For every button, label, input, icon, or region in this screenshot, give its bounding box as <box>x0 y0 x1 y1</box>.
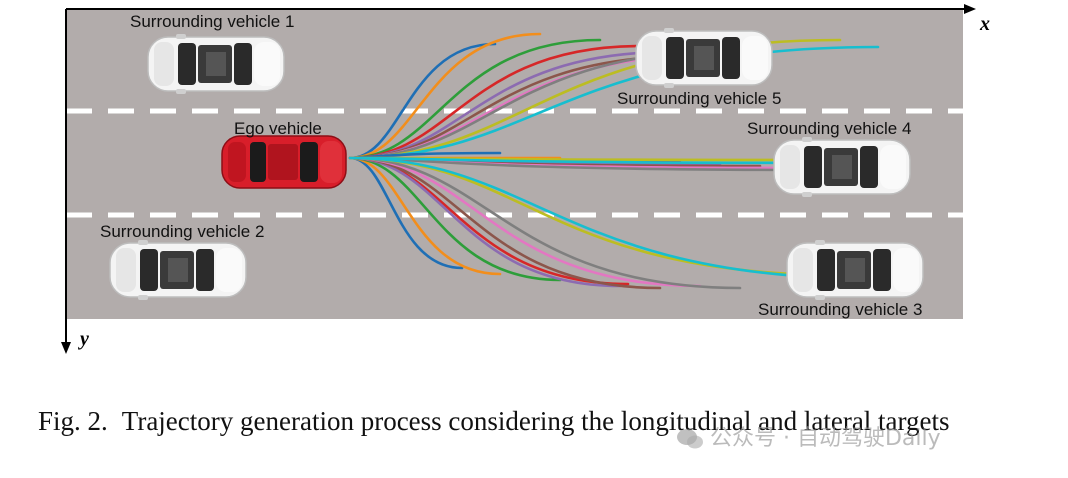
figure-number: Fig. 2. <box>38 406 108 436</box>
surrounding-vehicle-1-car <box>148 34 284 94</box>
watermark: 公众号 · 自动驾驶Daily <box>676 420 941 452</box>
surrounding-vehicle-1-label: Surrounding vehicle 1 <box>130 12 294 31</box>
surrounding-vehicle-5-label: Surrounding vehicle 5 <box>617 89 781 108</box>
surrounding-vehicle-4-label: Surrounding vehicle 4 <box>747 119 911 138</box>
surrounding-vehicle-3-car <box>787 240 923 300</box>
y-axis-arrowhead <box>61 342 71 354</box>
y-axis-label: y <box>78 328 89 350</box>
surrounding-vehicle-4-car <box>774 137 910 197</box>
x-axis-arrowhead <box>964 4 976 14</box>
ego-vehicle-car <box>222 136 346 188</box>
surrounding-vehicle-5-car <box>636 28 772 88</box>
wechat-icon <box>676 428 704 450</box>
surrounding-vehicle-2-car <box>110 240 246 300</box>
x-axis-label: x <box>979 13 990 35</box>
watermark-text: 公众号 · 自动驾驶Daily <box>710 426 941 451</box>
surrounding-vehicle-3-label: Surrounding vehicle 3 <box>758 300 922 319</box>
ego-vehicle-label: Ego vehicle <box>234 119 322 138</box>
surrounding-vehicle-2-label: Surrounding vehicle 2 <box>100 222 264 241</box>
